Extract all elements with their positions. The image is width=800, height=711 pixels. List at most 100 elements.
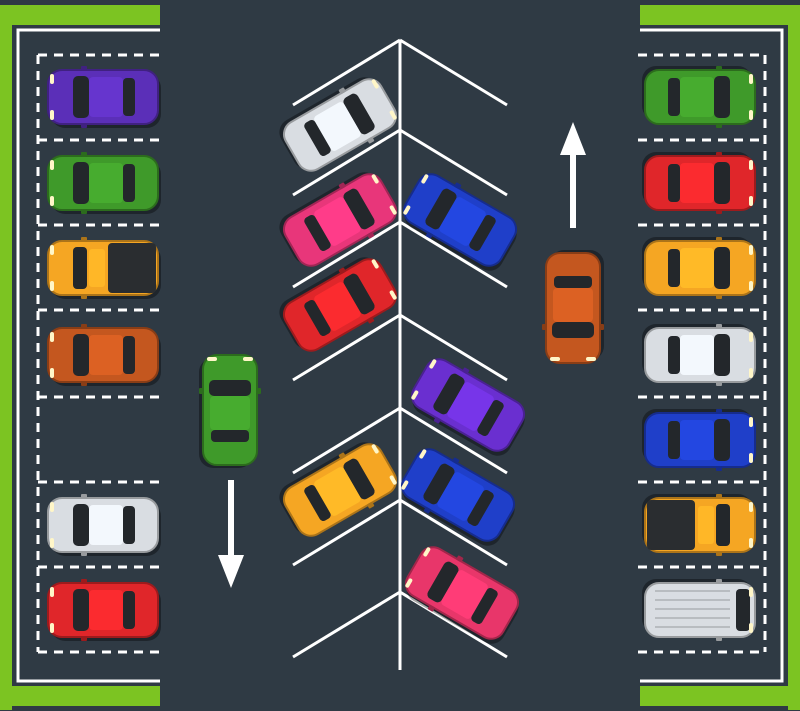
- car-rear-window: [477, 400, 504, 436]
- car-headlight: [389, 110, 397, 120]
- car-headlight: [429, 359, 437, 369]
- grass-strip: [0, 686, 160, 706]
- car-mirror: [199, 388, 204, 394]
- car: [642, 324, 756, 386]
- car-windshield: [73, 247, 87, 289]
- car-headlight: [749, 368, 753, 378]
- car-rear-window: [304, 485, 331, 521]
- car-mirror: [716, 381, 722, 386]
- angled-slot-line-right: [399, 313, 508, 382]
- car-mirror: [367, 316, 375, 324]
- car: [542, 250, 604, 364]
- car-roof: [680, 248, 714, 288]
- car-headlight: [50, 332, 54, 342]
- car-headlight: [50, 538, 54, 548]
- car-headlight: [401, 480, 409, 490]
- car-roof: [89, 505, 123, 545]
- car-rear-window: [668, 421, 680, 459]
- car-mirror: [452, 457, 460, 465]
- car-mirror: [81, 209, 87, 214]
- car-windshield: [423, 463, 455, 505]
- car-mirror: [716, 579, 722, 584]
- angled-slot-line-right: [399, 220, 508, 289]
- car-headlight: [586, 357, 596, 361]
- car-windshield: [343, 93, 375, 135]
- car-mirror: [716, 636, 722, 641]
- car: [47, 494, 161, 556]
- car-mirror: [338, 182, 346, 190]
- car: [47, 579, 161, 641]
- angled-slot-line-left: [292, 128, 401, 197]
- car-rear-window: [668, 164, 680, 202]
- car-roof: [441, 570, 488, 619]
- angled-slot-line-right: [399, 38, 508, 107]
- angled-slot-line-left: [292, 406, 401, 475]
- car: [47, 324, 161, 386]
- car-mirror: [367, 136, 375, 144]
- car-headlight: [50, 245, 54, 255]
- angled-slot-line-right: [399, 128, 508, 197]
- car-windshield: [73, 504, 89, 546]
- car-windshield: [552, 322, 594, 338]
- car-headlight: [419, 449, 427, 459]
- car: [642, 237, 756, 299]
- car-windshield: [73, 76, 89, 118]
- car-mirror: [716, 294, 722, 299]
- car-rear-window: [668, 336, 680, 374]
- car-headlight: [389, 205, 397, 215]
- car-mirror: [81, 123, 87, 128]
- car-mirror: [81, 636, 87, 641]
- car-headlight: [50, 74, 54, 84]
- car-windshield: [73, 589, 89, 631]
- arrow-down-icon: [218, 480, 244, 588]
- car-rear-window: [469, 215, 496, 251]
- car-body: [644, 582, 756, 638]
- car-roof: [680, 77, 714, 117]
- car-headlight: [749, 245, 753, 255]
- direction-arrows: [218, 122, 586, 588]
- angled-slot-line-left: [292, 498, 401, 567]
- car-mirror: [81, 579, 87, 584]
- car-headlight: [50, 196, 54, 206]
- car-mirror: [256, 388, 261, 394]
- car-headlight: [749, 453, 753, 463]
- car-headlight: [371, 444, 379, 454]
- car-mirror: [542, 324, 547, 330]
- car-roof: [314, 467, 361, 516]
- car-roof: [89, 77, 123, 117]
- car-mirror: [599, 324, 604, 330]
- car-headlight: [50, 587, 54, 597]
- car-headlight: [421, 174, 429, 184]
- car-mirror: [81, 237, 87, 242]
- car-windshield: [425, 188, 457, 230]
- car-rear-window: [304, 120, 331, 156]
- angled-slot-line-right: [399, 406, 508, 475]
- car-rear-window: [211, 430, 249, 442]
- truck-bed: [647, 500, 695, 550]
- truck-bed: [108, 243, 156, 293]
- car-rear-window: [668, 78, 680, 116]
- car-mirror: [338, 452, 346, 460]
- car-mirror: [81, 66, 87, 71]
- car-windshield: [343, 188, 375, 230]
- angled-slot-line-left: [292, 313, 401, 382]
- car-headlight: [50, 368, 54, 378]
- car: [279, 172, 398, 267]
- car-headlight: [550, 357, 560, 361]
- car-rear-window: [304, 215, 331, 251]
- car-mirror: [433, 416, 441, 424]
- grass-borders: [0, 5, 800, 710]
- grass-strip: [640, 686, 800, 706]
- car-mirror: [462, 367, 470, 375]
- car-headlight: [371, 79, 379, 89]
- car-headlight: [423, 547, 431, 557]
- car-windshield: [73, 334, 89, 376]
- car-mirror: [716, 152, 722, 157]
- car-roof: [680, 420, 714, 460]
- car-mirror: [338, 267, 346, 275]
- car-headlight: [389, 475, 397, 485]
- car: [642, 494, 756, 556]
- car: [279, 77, 398, 172]
- car-headlight: [749, 538, 753, 548]
- curb-line-right: [640, 28, 784, 683]
